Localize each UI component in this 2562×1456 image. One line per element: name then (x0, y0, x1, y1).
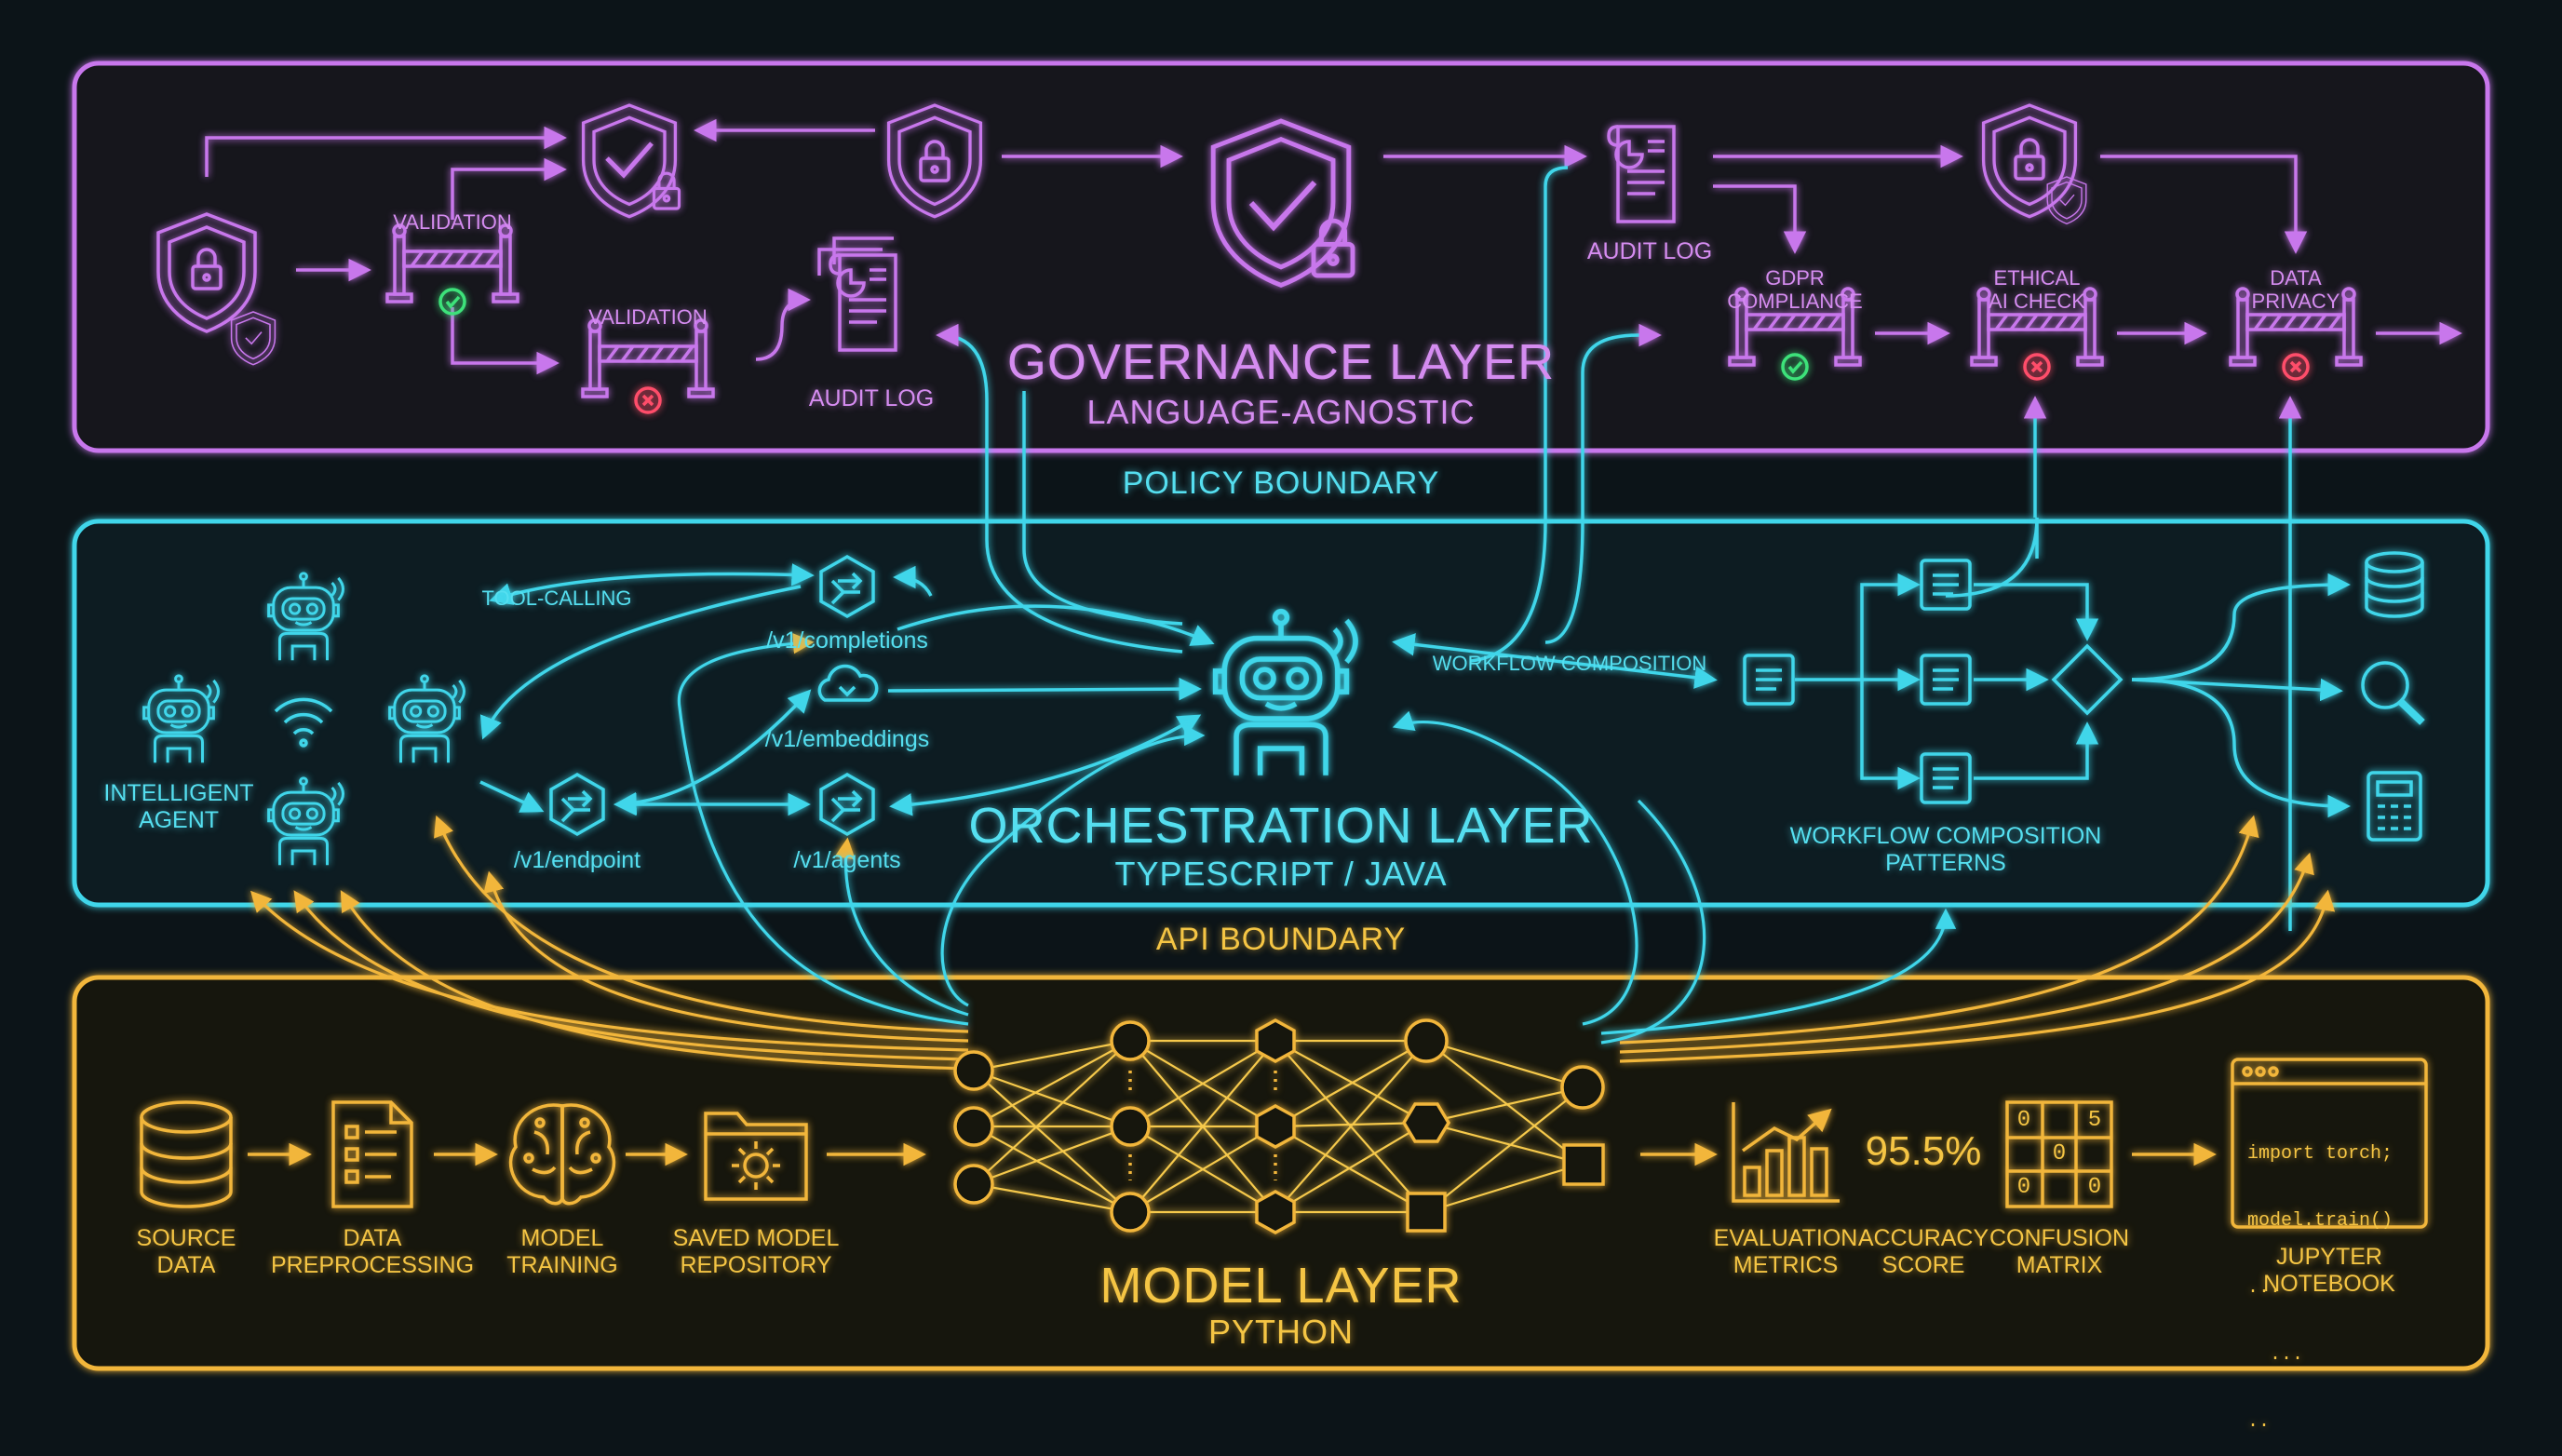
step-line1: MODEL (520, 1225, 604, 1251)
patterns-line2: PATTERNS (1885, 849, 2006, 876)
agent-line2: AGENT (138, 806, 220, 833)
audit-log-label: AUDIT LOG (1586, 238, 1713, 264)
check-line2: COMPLIANCE (1727, 290, 1863, 314)
folder-gear-icon (704, 1112, 808, 1201)
confusion-matrix-label: CONFUSION MATRIX (1989, 1225, 2129, 1279)
notebook-icon (2231, 1058, 2428, 1229)
privacy-check-label: DATA PRIVACY (2252, 266, 2340, 314)
step-line1: SOURCE (136, 1225, 236, 1251)
notebook-line1: JUPYTER (2276, 1244, 2382, 1270)
embeddings-endpoint-label: /v1/embeddings (764, 726, 930, 752)
check-line1: ETHICAL (1993, 266, 2081, 290)
matrix-cell: 0 (2016, 1108, 2031, 1133)
confusion-line1: CONFUSION (1989, 1225, 2129, 1251)
pipeline-step-label: MODEL TRAINING (506, 1225, 617, 1279)
check-line1: DATA (2270, 266, 2322, 290)
pipeline-step-label: SOURCE DATA (137, 1225, 236, 1279)
policy-boundary-label: POLICY BOUNDARY (1107, 465, 1455, 503)
completions-endpoint-label: /v1/completions (766, 627, 928, 654)
code-line: ... (2247, 1277, 2282, 1299)
matrix-cell: 0 (2052, 1141, 2067, 1166)
agents-endpoint-label: /v1/agents (793, 847, 901, 873)
model-icons (140, 1018, 2428, 1234)
ethical-check-label: ETHICAL AI CHECK (1989, 266, 2085, 314)
jupyter-notebook-label: JUPYTER NOTEBOOK (2263, 1244, 2395, 1298)
document-list-icon (331, 1100, 413, 1208)
cloud-node-icon (817, 664, 879, 702)
validation-label: VALIDATION (588, 305, 708, 329)
step-line2: PREPROCESSING (270, 1251, 475, 1278)
gdpr-check-label: GDPR COMPLIANCE (1727, 266, 1862, 314)
accuracy-line2: SCORE (1881, 1251, 1965, 1278)
cross-layer-flows (936, 166, 2302, 931)
confusion-line2: MATRIX (2016, 1251, 2103, 1278)
intelligent-agent-label: INTELLIGENT AGENT (103, 780, 253, 834)
check-line1: GDPR (1765, 266, 1825, 290)
pipeline-step-label: SAVED MODEL REPOSITORY (673, 1225, 840, 1279)
accuracy-value: 95.5% (1865, 1128, 1982, 1174)
model-to-orchestration-flows (249, 633, 2336, 1071)
eval-line2: METRICS (1733, 1251, 1839, 1278)
patterns-line1: WORKFLOW COMPOSITION (1789, 823, 2102, 849)
orchestration-subtitle: TYPESCRIPT / JAVA (1114, 855, 1448, 893)
step-line2: TRAINING (506, 1251, 618, 1278)
matrix-cell: 0 (2087, 1175, 2102, 1200)
check-line2: AI CHECK (1989, 290, 2085, 314)
governance-subtitle: LANGUAGE-AGNOSTIC (1086, 393, 1476, 431)
bar-chart-icon (1732, 1102, 1840, 1203)
orchestration-title: ORCHESTRATION LAYER (968, 798, 1594, 854)
governance-icons (156, 103, 2462, 398)
wifi-icon (274, 697, 333, 748)
accuracy-score-label: ACCURACY SCORE (1858, 1225, 1989, 1279)
endpoint-label: /v1/endpoint (513, 847, 641, 873)
step-line2: DATA (156, 1251, 216, 1278)
step-line1: SAVED MODEL (672, 1225, 840, 1251)
code-line: model.train() (2247, 1210, 2393, 1232)
neural-network-icon (953, 1018, 1605, 1234)
workflow-composition-label: WORKFLOW COMPOSITION (1432, 652, 1707, 675)
matrix-cell: 0 (2016, 1175, 2031, 1200)
model-subtitle: PYTHON (1207, 1313, 1355, 1351)
check-line2: PRIVACY (2251, 290, 2340, 314)
audit-log-label: AUDIT LOG (808, 385, 935, 411)
code-line: .. (2247, 1411, 2271, 1433)
governance-layer-frame (72, 61, 2490, 453)
pipeline-step-label: DATA PREPROCESSING (271, 1225, 474, 1279)
workflow-patterns-label: WORKFLOW COMPOSITION PATTERNS (1790, 823, 2102, 877)
decision-diamond-icon (2051, 643, 2124, 716)
code-line: import torch; (2247, 1143, 2393, 1165)
accuracy-line1: ACCURACY (1857, 1225, 1989, 1251)
calculator-icon (2366, 771, 2422, 842)
orchestration-icons (142, 551, 2425, 867)
model-title: MODEL LAYER (1099, 1258, 1463, 1314)
notebook-code: import torch; model.train() ... ... .. (2247, 1099, 2393, 1456)
brain-icon (508, 1103, 616, 1206)
code-line: ... (2270, 1344, 2304, 1366)
tool-calling-label: TOOL-CALLING (481, 586, 632, 610)
governance-title: GOVERNANCE LAYER (1006, 334, 1556, 390)
database-icon (140, 1100, 233, 1208)
api-boundary-label: API BOUNDARY (1140, 922, 1422, 959)
validation-label: VALIDATION (393, 210, 512, 234)
step-line2: REPOSITORY (680, 1251, 832, 1278)
confusion-matrix-icon (2005, 1100, 2113, 1208)
model-layer-frame (72, 975, 2490, 1371)
matrix-cell: 5 (2087, 1108, 2102, 1133)
notebook-line2: NOTEBOOK (2263, 1270, 2395, 1297)
database-icon (2365, 551, 2424, 618)
step-line1: DATA (343, 1225, 402, 1251)
search-icon (2361, 661, 2425, 725)
agent-line1: INTELLIGENT (103, 780, 254, 806)
evaluation-metrics-label: EVALUATION METRICS (1714, 1225, 1858, 1279)
eval-line1: EVALUATION (1713, 1225, 1858, 1251)
